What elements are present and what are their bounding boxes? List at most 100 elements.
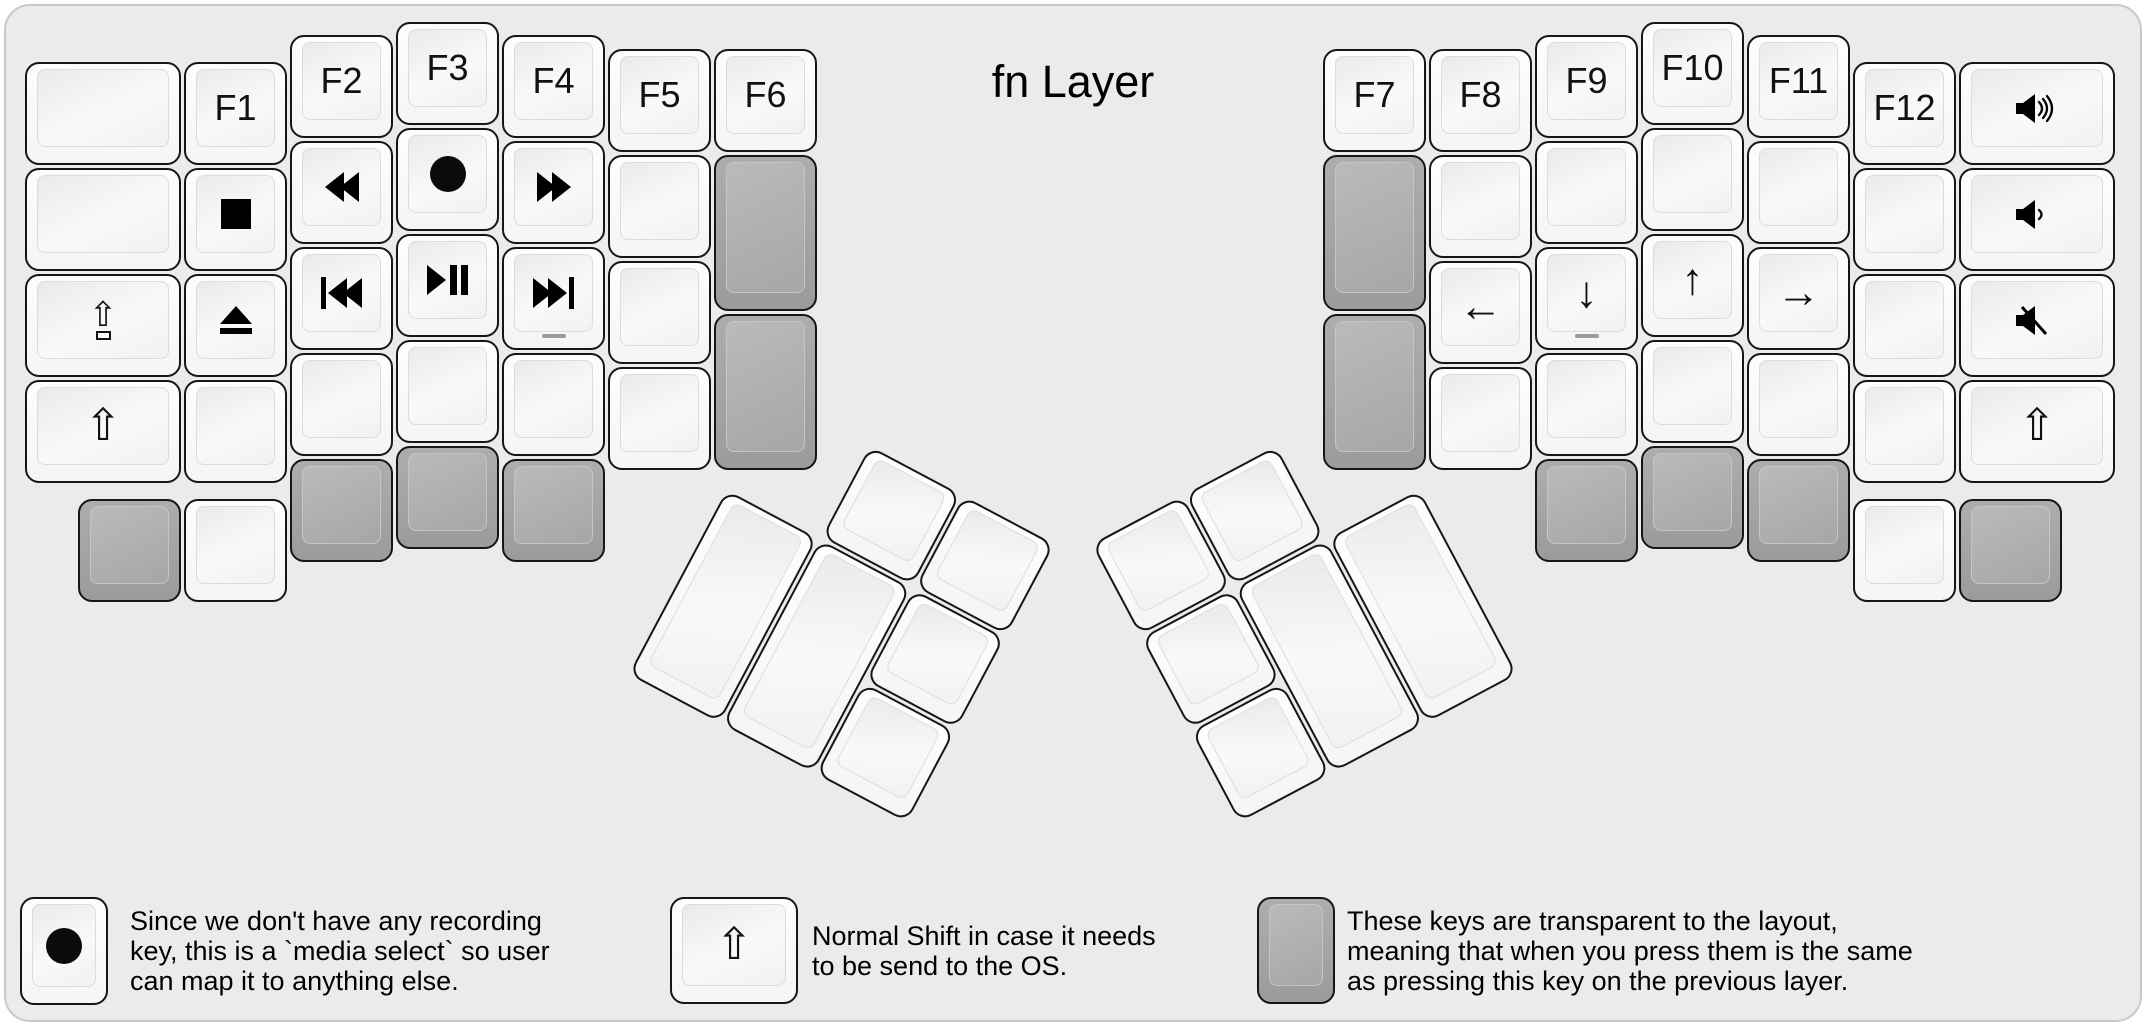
key-blank[interactable] xyxy=(1853,499,1956,602)
key-label: ⇧ xyxy=(715,920,753,969)
key-f7[interactable]: F7 xyxy=(1323,49,1426,152)
key-transparent[interactable] xyxy=(1323,155,1426,311)
key-transparent xyxy=(1257,897,1335,1004)
legend-line: key, this is a `media select` so user xyxy=(130,936,550,966)
key-shift: ⇧ xyxy=(670,897,798,1004)
key-label: ← xyxy=(1458,282,1503,331)
key-blank[interactable] xyxy=(184,380,287,483)
key-label: F5 xyxy=(638,74,681,115)
key-f10[interactable]: F10 xyxy=(1641,22,1744,125)
key-f1[interactable]: F1 xyxy=(184,62,287,165)
key-transparent[interactable] xyxy=(714,155,817,311)
key-transparent[interactable] xyxy=(1641,446,1744,549)
key-f3[interactable]: F3 xyxy=(396,22,499,125)
key-label: ↑ xyxy=(1681,255,1704,304)
key-rewind[interactable] xyxy=(290,141,393,244)
key-blank[interactable] xyxy=(1853,380,1956,483)
key-arrow-down[interactable]: ↓ xyxy=(1535,247,1638,350)
key-label: F3 xyxy=(426,47,469,88)
key-f12[interactable]: F12 xyxy=(1853,62,1956,165)
legend-key-sample: ⇧ xyxy=(670,897,798,1004)
key-f11[interactable]: F11 xyxy=(1747,35,1850,138)
key-f2[interactable]: F2 xyxy=(290,35,393,138)
key-arrow-right[interactable]: → xyxy=(1747,247,1850,350)
key-blank[interactable] xyxy=(1641,340,1744,443)
key-blank[interactable] xyxy=(1747,141,1850,244)
legend-key-sample xyxy=(20,897,108,1005)
key-blank[interactable] xyxy=(1429,367,1532,470)
key-blank[interactable] xyxy=(184,499,287,602)
key-label: F4 xyxy=(532,60,575,101)
key-blank[interactable] xyxy=(1641,128,1744,231)
play-pause-icon xyxy=(427,265,468,295)
key-blank[interactable] xyxy=(1535,353,1638,456)
key-blank[interactable] xyxy=(1853,274,1956,377)
legend-line: Since we don't have any recording xyxy=(130,906,542,936)
legend-line: meaning that when you press them is the … xyxy=(1347,935,1913,966)
key-label: F6 xyxy=(744,74,787,115)
key-transparent[interactable] xyxy=(396,446,499,549)
key-fast-forward[interactable] xyxy=(502,141,605,244)
key-shift[interactable]: ⇧ xyxy=(1959,380,2115,483)
key-f6[interactable]: F6 xyxy=(714,49,817,152)
key-f9[interactable]: F9 xyxy=(1535,35,1638,138)
record-icon xyxy=(46,927,82,964)
key-stop[interactable] xyxy=(184,168,287,271)
legend-line: as pressing this key on the previous lay… xyxy=(1347,965,1849,996)
stop-icon xyxy=(220,199,251,229)
key-blank[interactable] xyxy=(1853,168,1956,271)
key-f5[interactable]: F5 xyxy=(608,49,711,152)
key-blank[interactable] xyxy=(25,168,181,271)
key-skip-forward[interactable] xyxy=(502,247,605,350)
volume-up-icon xyxy=(2014,91,2060,126)
homing-bar xyxy=(1574,334,1599,338)
key-f4[interactable]: F4 xyxy=(502,35,605,138)
key-skip-back[interactable] xyxy=(290,247,393,350)
key-blank[interactable] xyxy=(290,353,393,456)
key-mute[interactable] xyxy=(1959,274,2115,377)
key-blank[interactable] xyxy=(396,340,499,443)
key-label: → xyxy=(1776,268,1821,317)
key-blank[interactable] xyxy=(25,62,181,165)
caps-lock-icon: ⇧ xyxy=(89,298,117,341)
key-blank[interactable] xyxy=(608,261,711,364)
key-transparent[interactable] xyxy=(1747,459,1850,562)
key-record[interactable] xyxy=(396,128,499,231)
fast-forward-icon xyxy=(536,172,571,202)
key-eject[interactable] xyxy=(184,274,287,377)
legend-key-sample xyxy=(1257,897,1335,1004)
key-shift[interactable]: ⇧ xyxy=(25,380,181,483)
key-transparent[interactable] xyxy=(290,459,393,562)
key-caps-lock[interactable]: ⇧ xyxy=(25,274,181,377)
legend-item-3: These keys are transparent to the layout… xyxy=(1257,897,1913,1004)
homing-bar xyxy=(541,334,566,338)
key-transparent[interactable] xyxy=(714,314,817,470)
key-blank[interactable] xyxy=(608,155,711,258)
key-transparent[interactable] xyxy=(1959,499,2062,602)
legend-text: These keys are transparent to the layout… xyxy=(1347,897,1913,1004)
key-transparent[interactable] xyxy=(78,499,181,602)
key-arrow-up[interactable]: ↑ xyxy=(1641,234,1744,337)
key-label: F12 xyxy=(1873,87,1936,128)
key-blank[interactable] xyxy=(1535,141,1638,244)
key-transparent[interactable] xyxy=(502,459,605,562)
key-record xyxy=(20,897,108,1005)
key-play-pause[interactable] xyxy=(396,234,499,337)
key-volume-up[interactable] xyxy=(1959,62,2115,165)
key-blank[interactable] xyxy=(608,367,711,470)
key-label: F1 xyxy=(214,87,257,128)
key-volume-down[interactable] xyxy=(1959,168,2115,271)
key-blank[interactable] xyxy=(502,353,605,456)
key-transparent[interactable] xyxy=(1323,314,1426,470)
legend-line: to be send to the OS. xyxy=(812,950,1068,981)
legend-line: These keys are transparent to the layout… xyxy=(1347,905,1838,936)
key-f8[interactable]: F8 xyxy=(1429,49,1532,152)
key-blank[interactable] xyxy=(1429,155,1532,258)
key-arrow-left[interactable]: ← xyxy=(1429,261,1532,364)
key-transparent[interactable] xyxy=(1535,459,1638,562)
key-blank[interactable] xyxy=(1747,353,1850,456)
